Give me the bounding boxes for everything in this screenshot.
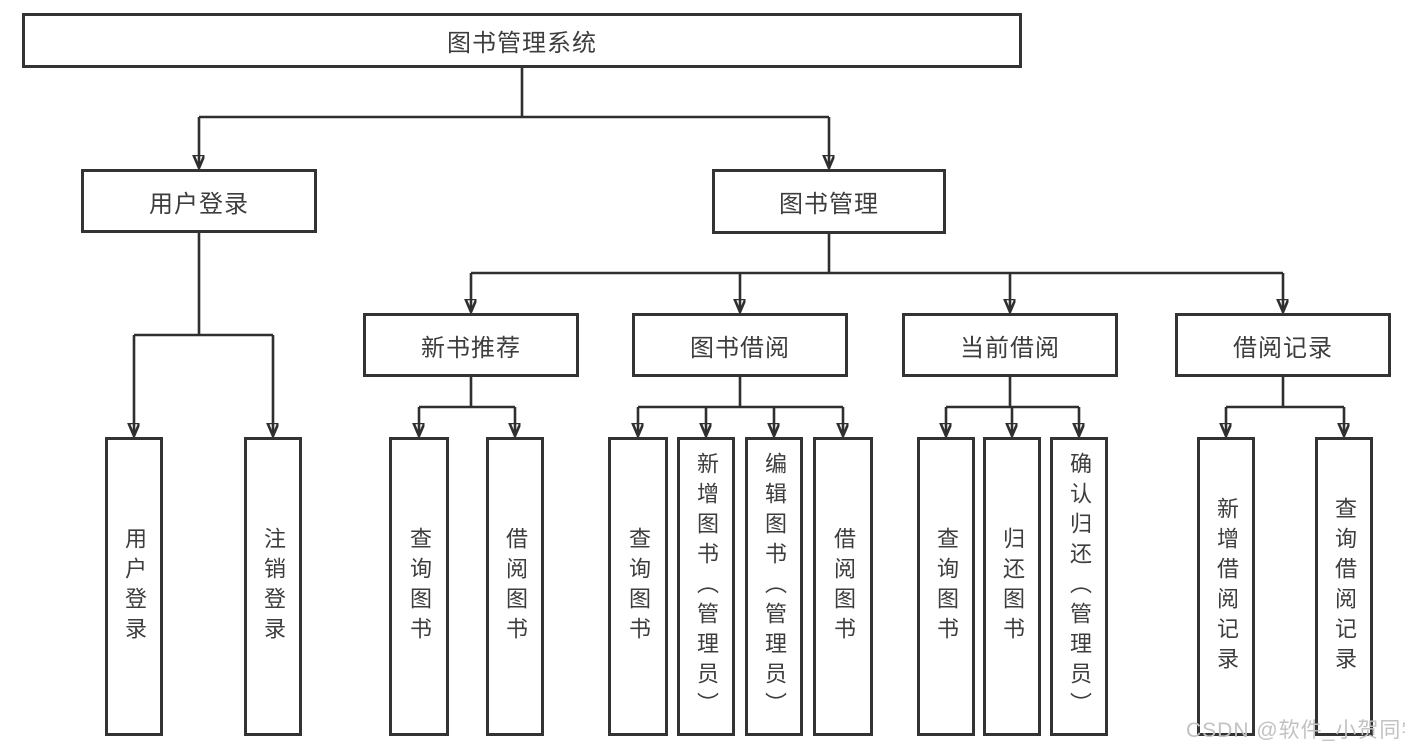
leaf-label: 确认归还（管理员） (1067, 451, 1092, 722)
leaf-label: 归还图书 (1000, 526, 1025, 647)
leaf-current-return-books: 归还图书 (983, 437, 1041, 736)
leaf-borrow-edit-books-admin: 编辑图书（管理员） (745, 437, 803, 736)
leaf-borrow-borrow-books: 借阅图书 (813, 437, 873, 736)
leaf-records-add-record: 新增借阅记录 (1197, 437, 1255, 736)
node-new-book-recommend: 新书推荐 (363, 313, 579, 377)
leaf-user-login: 用户登录 (105, 437, 163, 736)
leaf-newrec-query-books: 查询图书 (389, 437, 449, 736)
leaf-label: 查询图书 (934, 526, 959, 647)
leaf-label: 查询借阅记录 (1332, 496, 1357, 677)
leaf-records-query-record: 查询借阅记录 (1315, 437, 1373, 736)
csdn-watermark: CSDN @软件_小贺同学 (1186, 719, 1405, 742)
node-label: 图书管理 (779, 191, 879, 218)
leaf-current-confirm-return-admin: 确认归还（管理员） (1050, 437, 1108, 736)
leaf-label: 用户登录 (122, 526, 147, 647)
leaf-label: 借阅图书 (831, 526, 856, 647)
node-book-management: 图书管理 (712, 169, 946, 234)
leaf-label: 新增借阅记录 (1214, 496, 1239, 677)
node-label: 用户登录 (149, 190, 249, 218)
node-borrow-records: 借阅记录 (1175, 313, 1391, 377)
node-library-system: 图书管理系统 (22, 13, 1022, 68)
node-label: 新书推荐 (421, 334, 521, 362)
node-label: 图书管理系统 (447, 30, 597, 57)
leaf-borrow-query-books: 查询图书 (608, 437, 668, 736)
node-label: 当前借阅 (960, 334, 1060, 362)
node-label: 借阅记录 (1233, 334, 1333, 362)
leaf-label: 借阅图书 (503, 526, 528, 647)
leaf-label: 编辑图书（管理员） (762, 451, 787, 722)
leaf-newrec-borrow-books: 借阅图书 (486, 437, 544, 736)
node-user-login: 用户登录 (81, 169, 317, 233)
leaf-label: 新增图书（管理员） (694, 451, 719, 722)
leaf-label: 查询图书 (626, 526, 651, 647)
node-book-borrow: 图书借阅 (632, 313, 848, 377)
leaf-current-query-books: 查询图书 (917, 437, 975, 736)
leaf-label: 查询图书 (407, 526, 432, 647)
leaf-logout: 注销登录 (244, 437, 302, 736)
node-current-borrow: 当前借阅 (902, 313, 1118, 377)
node-label: 图书借阅 (690, 334, 790, 362)
leaf-label: 注销登录 (261, 526, 286, 647)
leaf-borrow-add-books-admin: 新增图书（管理员） (677, 437, 735, 736)
